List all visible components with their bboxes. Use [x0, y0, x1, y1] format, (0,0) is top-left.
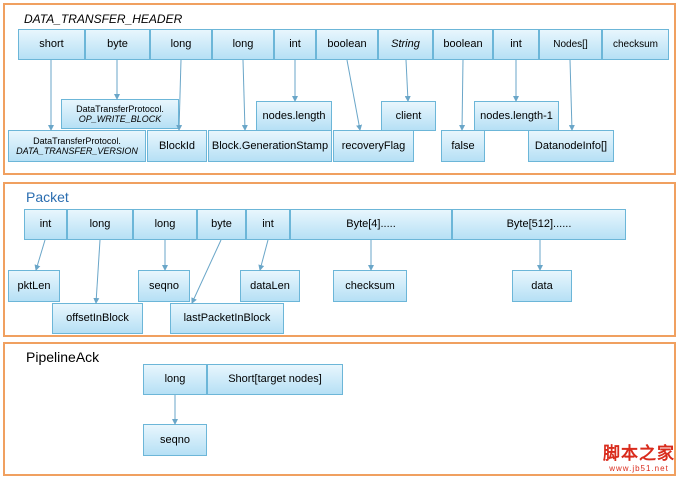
label-seqno: seqno — [138, 270, 190, 302]
packet-field-byte512: Byte[512]...... — [452, 209, 626, 240]
watermark-line1: 脚本之家 — [603, 444, 675, 463]
label-data-transfer-version: DataTransferProtocol. DATA_TRANSFER_VERS… — [8, 130, 146, 162]
header-field-boolean-2: boolean — [433, 29, 493, 60]
ack-field-short-target-nodes: Short[target nodes] — [207, 364, 343, 395]
header-field-short: short — [18, 29, 85, 60]
packet-field-long-2: long — [133, 209, 197, 240]
watermark-line2: www.jb51.net — [609, 464, 669, 473]
label-pkt-len: pktLen — [8, 270, 60, 302]
label-false: false — [441, 130, 485, 162]
header-field-byte: byte — [85, 29, 150, 60]
header-field-string: String — [378, 29, 433, 60]
ack-panel — [3, 342, 676, 476]
label-data: data — [512, 270, 572, 302]
label-generation-stamp: Block.GenerationStamp — [208, 130, 332, 162]
label-recovery-flag: recoveryFlag — [333, 130, 414, 162]
packet-field-byte: byte — [197, 209, 246, 240]
header-field-int-2: int — [493, 29, 539, 60]
header-field-boolean-1: boolean — [316, 29, 378, 60]
header-field-checksum: checksum — [602, 29, 669, 60]
label-block-id: BlockId — [147, 130, 207, 162]
header-field-nodes: Nodes[] — [539, 29, 602, 60]
ack-label-seqno: seqno — [143, 424, 207, 456]
label-client: client — [381, 101, 436, 131]
label-datanode-info: DatanodeInfo[] — [528, 130, 614, 162]
label-nodes-length: nodes.length — [256, 101, 332, 131]
packet-field-int-2: int — [246, 209, 290, 240]
header-field-long-2: long — [212, 29, 274, 60]
label-op-write-block: DataTransferProtocol. OP_WRITE_BLOCK — [61, 99, 179, 129]
label-data-len: dataLen — [240, 270, 300, 302]
ack-title: PipelineAck — [26, 349, 100, 365]
packet-field-long-1: long — [67, 209, 133, 240]
label-nodes-length-minus-1: nodes.length-1 — [474, 101, 559, 131]
label-checksum: checksum — [333, 270, 407, 302]
label-version-line2: DATA_TRANSFER_VERSION — [16, 146, 138, 156]
header-field-int-1: int — [274, 29, 316, 60]
header-field-long-1: long — [150, 29, 212, 60]
header-title: DATA_TRANSFER_HEADER — [24, 12, 183, 26]
label-op-line2: OP_WRITE_BLOCK — [78, 114, 162, 124]
label-version-line1: DataTransferProtocol. — [33, 135, 121, 146]
packet-field-byte4: Byte[4]..... — [290, 209, 452, 240]
label-op-line1: DataTransferProtocol. — [76, 103, 164, 114]
site-watermark: 脚本之家 www.jb51.net — [603, 439, 675, 473]
ack-field-long: long — [143, 364, 207, 395]
label-last-packet-in-block: lastPacketInBlock — [170, 303, 284, 334]
packet-field-int-1: int — [24, 209, 67, 240]
label-offset-in-block: offsetInBlock — [52, 303, 143, 334]
packet-title: Packet — [26, 189, 69, 205]
